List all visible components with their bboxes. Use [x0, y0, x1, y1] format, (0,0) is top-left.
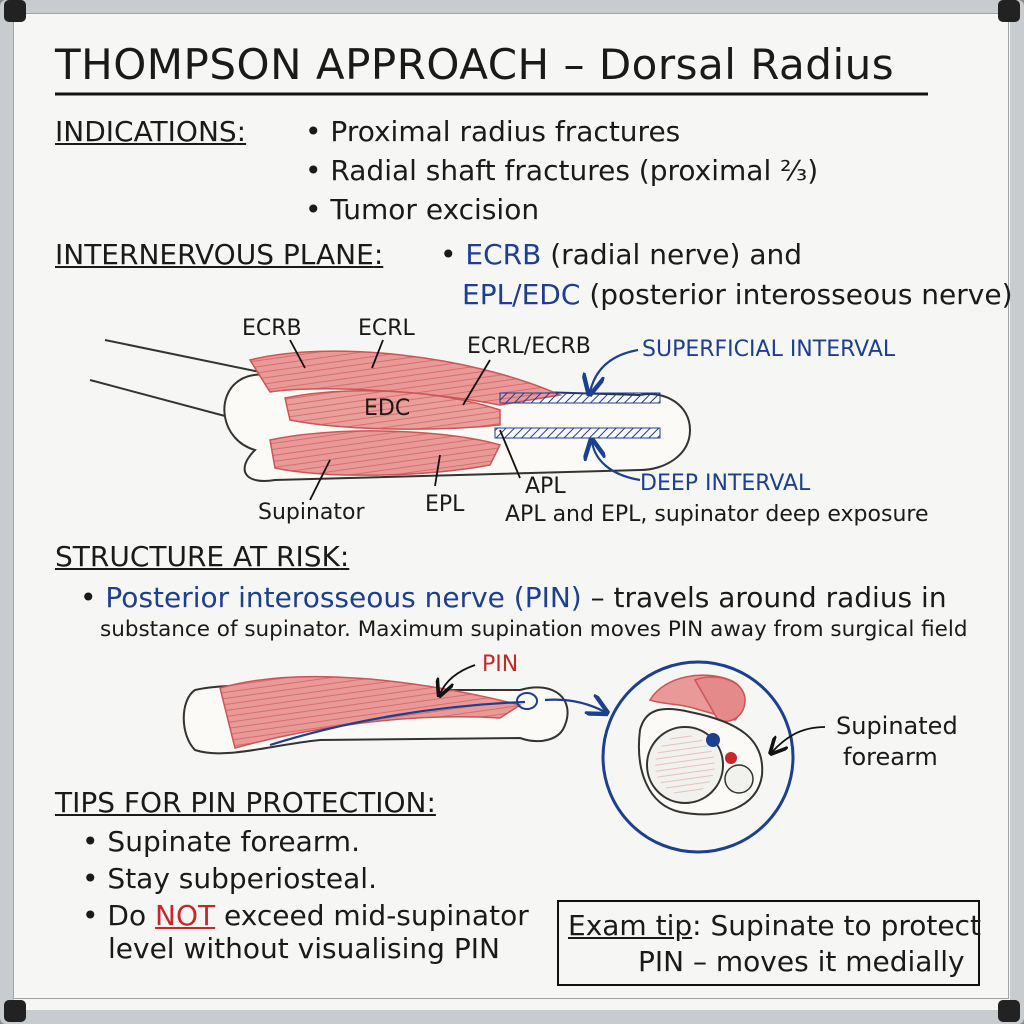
risk-heading: STRUCTURE AT RISK:	[55, 540, 350, 573]
frame-corner	[998, 1000, 1020, 1022]
list-item: • Proximal radius fractures	[305, 115, 681, 148]
list-item: • Stay subperiosteal.	[82, 862, 377, 895]
label-ecrl: ECRL	[358, 316, 415, 341]
label-supinator: Supinator	[258, 500, 365, 525]
label-superficial-interval: SUPERFICIAL INTERVAL	[642, 337, 896, 362]
exam-tip-line-1: Exam tip: Supinate to protect	[568, 909, 981, 942]
frame-corner	[4, 0, 26, 22]
list-item: • Do NOT exceed mid-supinator	[82, 899, 529, 932]
internervous-line-2: EPL/EDC (posterior interosseous nerve)	[462, 278, 1013, 311]
diagram-caption: APL and EPL, supinator deep exposure	[505, 502, 929, 527]
pin-nerve	[269, 700, 526, 747]
board-surface	[13, 13, 1009, 999]
pin-dot	[706, 733, 720, 747]
internervous-heading: INTERNERVOUS PLANE:	[55, 238, 384, 271]
indications-heading: INDICATIONS:	[55, 115, 247, 148]
frame-corner	[998, 0, 1020, 22]
label-epl: EPL	[425, 492, 465, 517]
list-item: • Radial shaft fractures (proximal ⅔)	[305, 154, 819, 187]
exam-tip-box	[557, 900, 980, 986]
risk-line-1: • Posterior interosseous nerve (PIN) – t…	[80, 581, 947, 614]
frame-corner	[4, 1000, 26, 1022]
label-forearm: forearm	[843, 743, 938, 771]
risk-line-2: substance of supinator. Maximum supinati…	[100, 617, 968, 642]
list-item: • Supinate forearm.	[82, 825, 360, 858]
deep-interval-marker	[494, 427, 661, 439]
list-item: • Tumor excision	[305, 193, 540, 226]
label-apl: APL	[525, 474, 566, 499]
forearm-dorsal-diagram	[89, 339, 692, 501]
pin-course-diagram	[182, 660, 826, 854]
label-ecrl-ecrb: ECRL/ECRB	[467, 334, 591, 359]
tips-heading: TIPS FOR PIN PROTECTION:	[55, 786, 436, 819]
page-title: THOMPSON APPROACH – Dorsal Radius	[55, 40, 895, 89]
label-pin: PIN	[482, 652, 519, 677]
exam-tip-line-2: PIN – moves it medially	[638, 945, 965, 978]
label-edc: EDC	[364, 396, 411, 421]
superficial-interval-marker	[499, 392, 661, 404]
cross-section-circle	[601, 660, 795, 854]
label-supinated: Supinated	[836, 712, 958, 740]
list-item-continued: level without visualising PIN	[108, 932, 500, 965]
label-deep-interval: DEEP INTERVAL	[640, 471, 811, 496]
internervous-line-1: • ECRB (radial nerve) and	[440, 238, 803, 271]
label-ecrb: ECRB	[242, 316, 302, 341]
